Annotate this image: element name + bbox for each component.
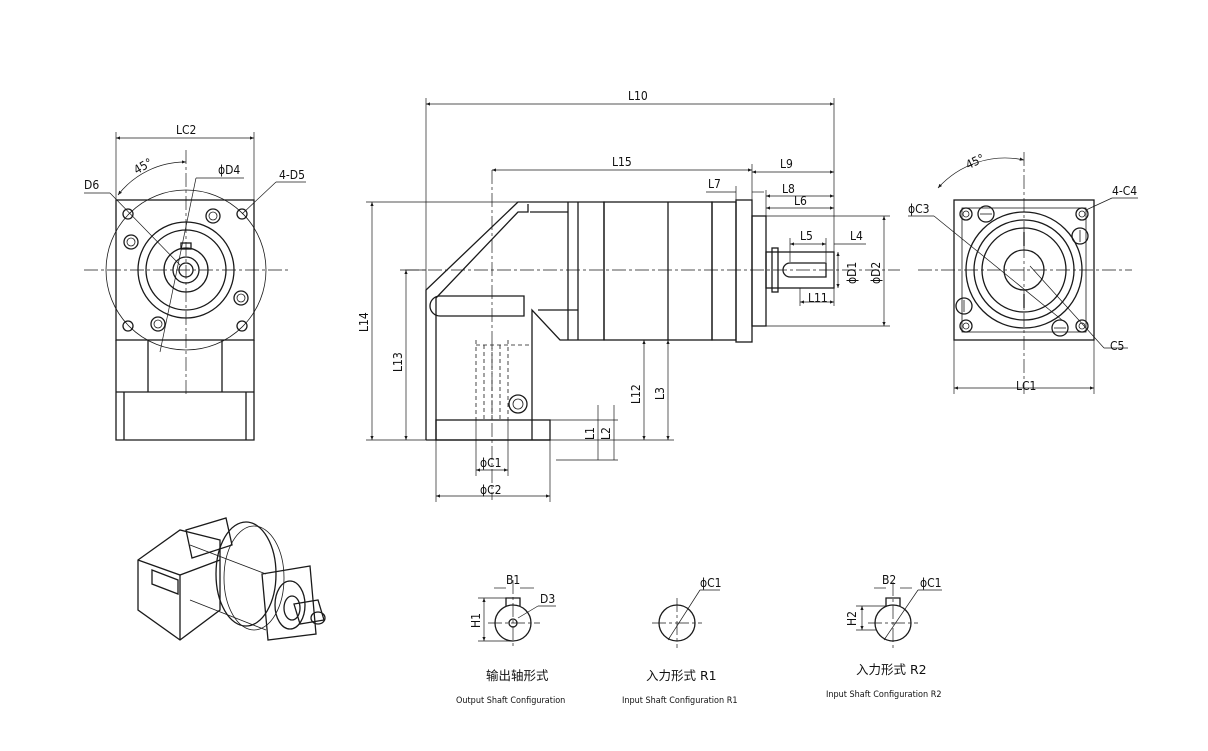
side-view bbox=[366, 98, 900, 502]
label-l3: L3 bbox=[653, 387, 667, 400]
label-l7: L7 bbox=[708, 177, 721, 191]
label-d6: D6 bbox=[84, 178, 99, 192]
left-end-view bbox=[84, 132, 306, 441]
dimension-labels: LC2 ϕD4 D6 45° 4-D5 L10 L15 L9 L7 L8 L6 … bbox=[84, 89, 1137, 628]
label-angle-left: 45° bbox=[131, 155, 155, 177]
label-l13: L13 bbox=[391, 352, 405, 372]
label-l8: L8 bbox=[782, 182, 795, 196]
label-d2: ϕD2 bbox=[869, 262, 883, 284]
label-b1: B1 bbox=[506, 573, 520, 587]
caption-output-en: Output Shaft Configuration bbox=[456, 696, 565, 706]
label-d3: D3 bbox=[540, 592, 555, 606]
label-d4: ϕD4 bbox=[218, 163, 240, 177]
label-l11: L11 bbox=[808, 291, 828, 305]
label-c5: C5 bbox=[1110, 339, 1124, 353]
config-captions: 输出轴形式 Output Shaft Configuration 入力形式 R1… bbox=[456, 662, 941, 706]
caption-output-cn: 输出轴形式 bbox=[486, 668, 549, 683]
label-c2-side: ϕC2 bbox=[480, 483, 502, 497]
label-h1: H1 bbox=[469, 613, 483, 628]
label-c1-side: ϕC1 bbox=[480, 456, 502, 470]
label-l12: L12 bbox=[629, 384, 643, 404]
input-r2-config bbox=[856, 582, 942, 648]
label-l15: L15 bbox=[612, 155, 632, 169]
label-l10: L10 bbox=[628, 89, 648, 103]
label-angle-right: 45° bbox=[963, 151, 986, 172]
label-b2: B2 bbox=[882, 573, 896, 587]
label-c1-r1: ϕC1 bbox=[700, 576, 722, 590]
label-l14: L14 bbox=[357, 312, 371, 332]
label-l1: L1 bbox=[583, 427, 597, 440]
output-shaft-config bbox=[478, 580, 556, 648]
label-lc2: LC2 bbox=[176, 123, 196, 137]
label-h2: H2 bbox=[845, 611, 859, 626]
label-c3: ϕC3 bbox=[908, 202, 930, 216]
isometric-view bbox=[137, 517, 326, 641]
label-c1-r2: ϕC1 bbox=[920, 576, 942, 590]
label-l6: L6 bbox=[794, 194, 807, 208]
input-r1-config bbox=[652, 589, 720, 648]
label-d1: ϕD1 bbox=[845, 262, 859, 284]
label-l4: L4 bbox=[850, 229, 863, 243]
label-l2: L2 bbox=[599, 427, 613, 440]
label-d5: 4-D5 bbox=[279, 168, 305, 182]
label-l5: L5 bbox=[800, 229, 813, 243]
label-c4: 4-C4 bbox=[1112, 184, 1137, 198]
caption-r1-en: Input Shaft Configuration R1 bbox=[622, 696, 737, 706]
label-lc1: LC1 bbox=[1016, 379, 1036, 393]
caption-r2-cn: 入力形式 R2 bbox=[856, 662, 927, 677]
label-l9: L9 bbox=[780, 157, 793, 171]
right-end-view bbox=[908, 152, 1138, 394]
caption-r1-cn: 入力形式 R1 bbox=[646, 668, 717, 683]
caption-r2-en: Input Shaft Configuration R2 bbox=[826, 690, 941, 700]
